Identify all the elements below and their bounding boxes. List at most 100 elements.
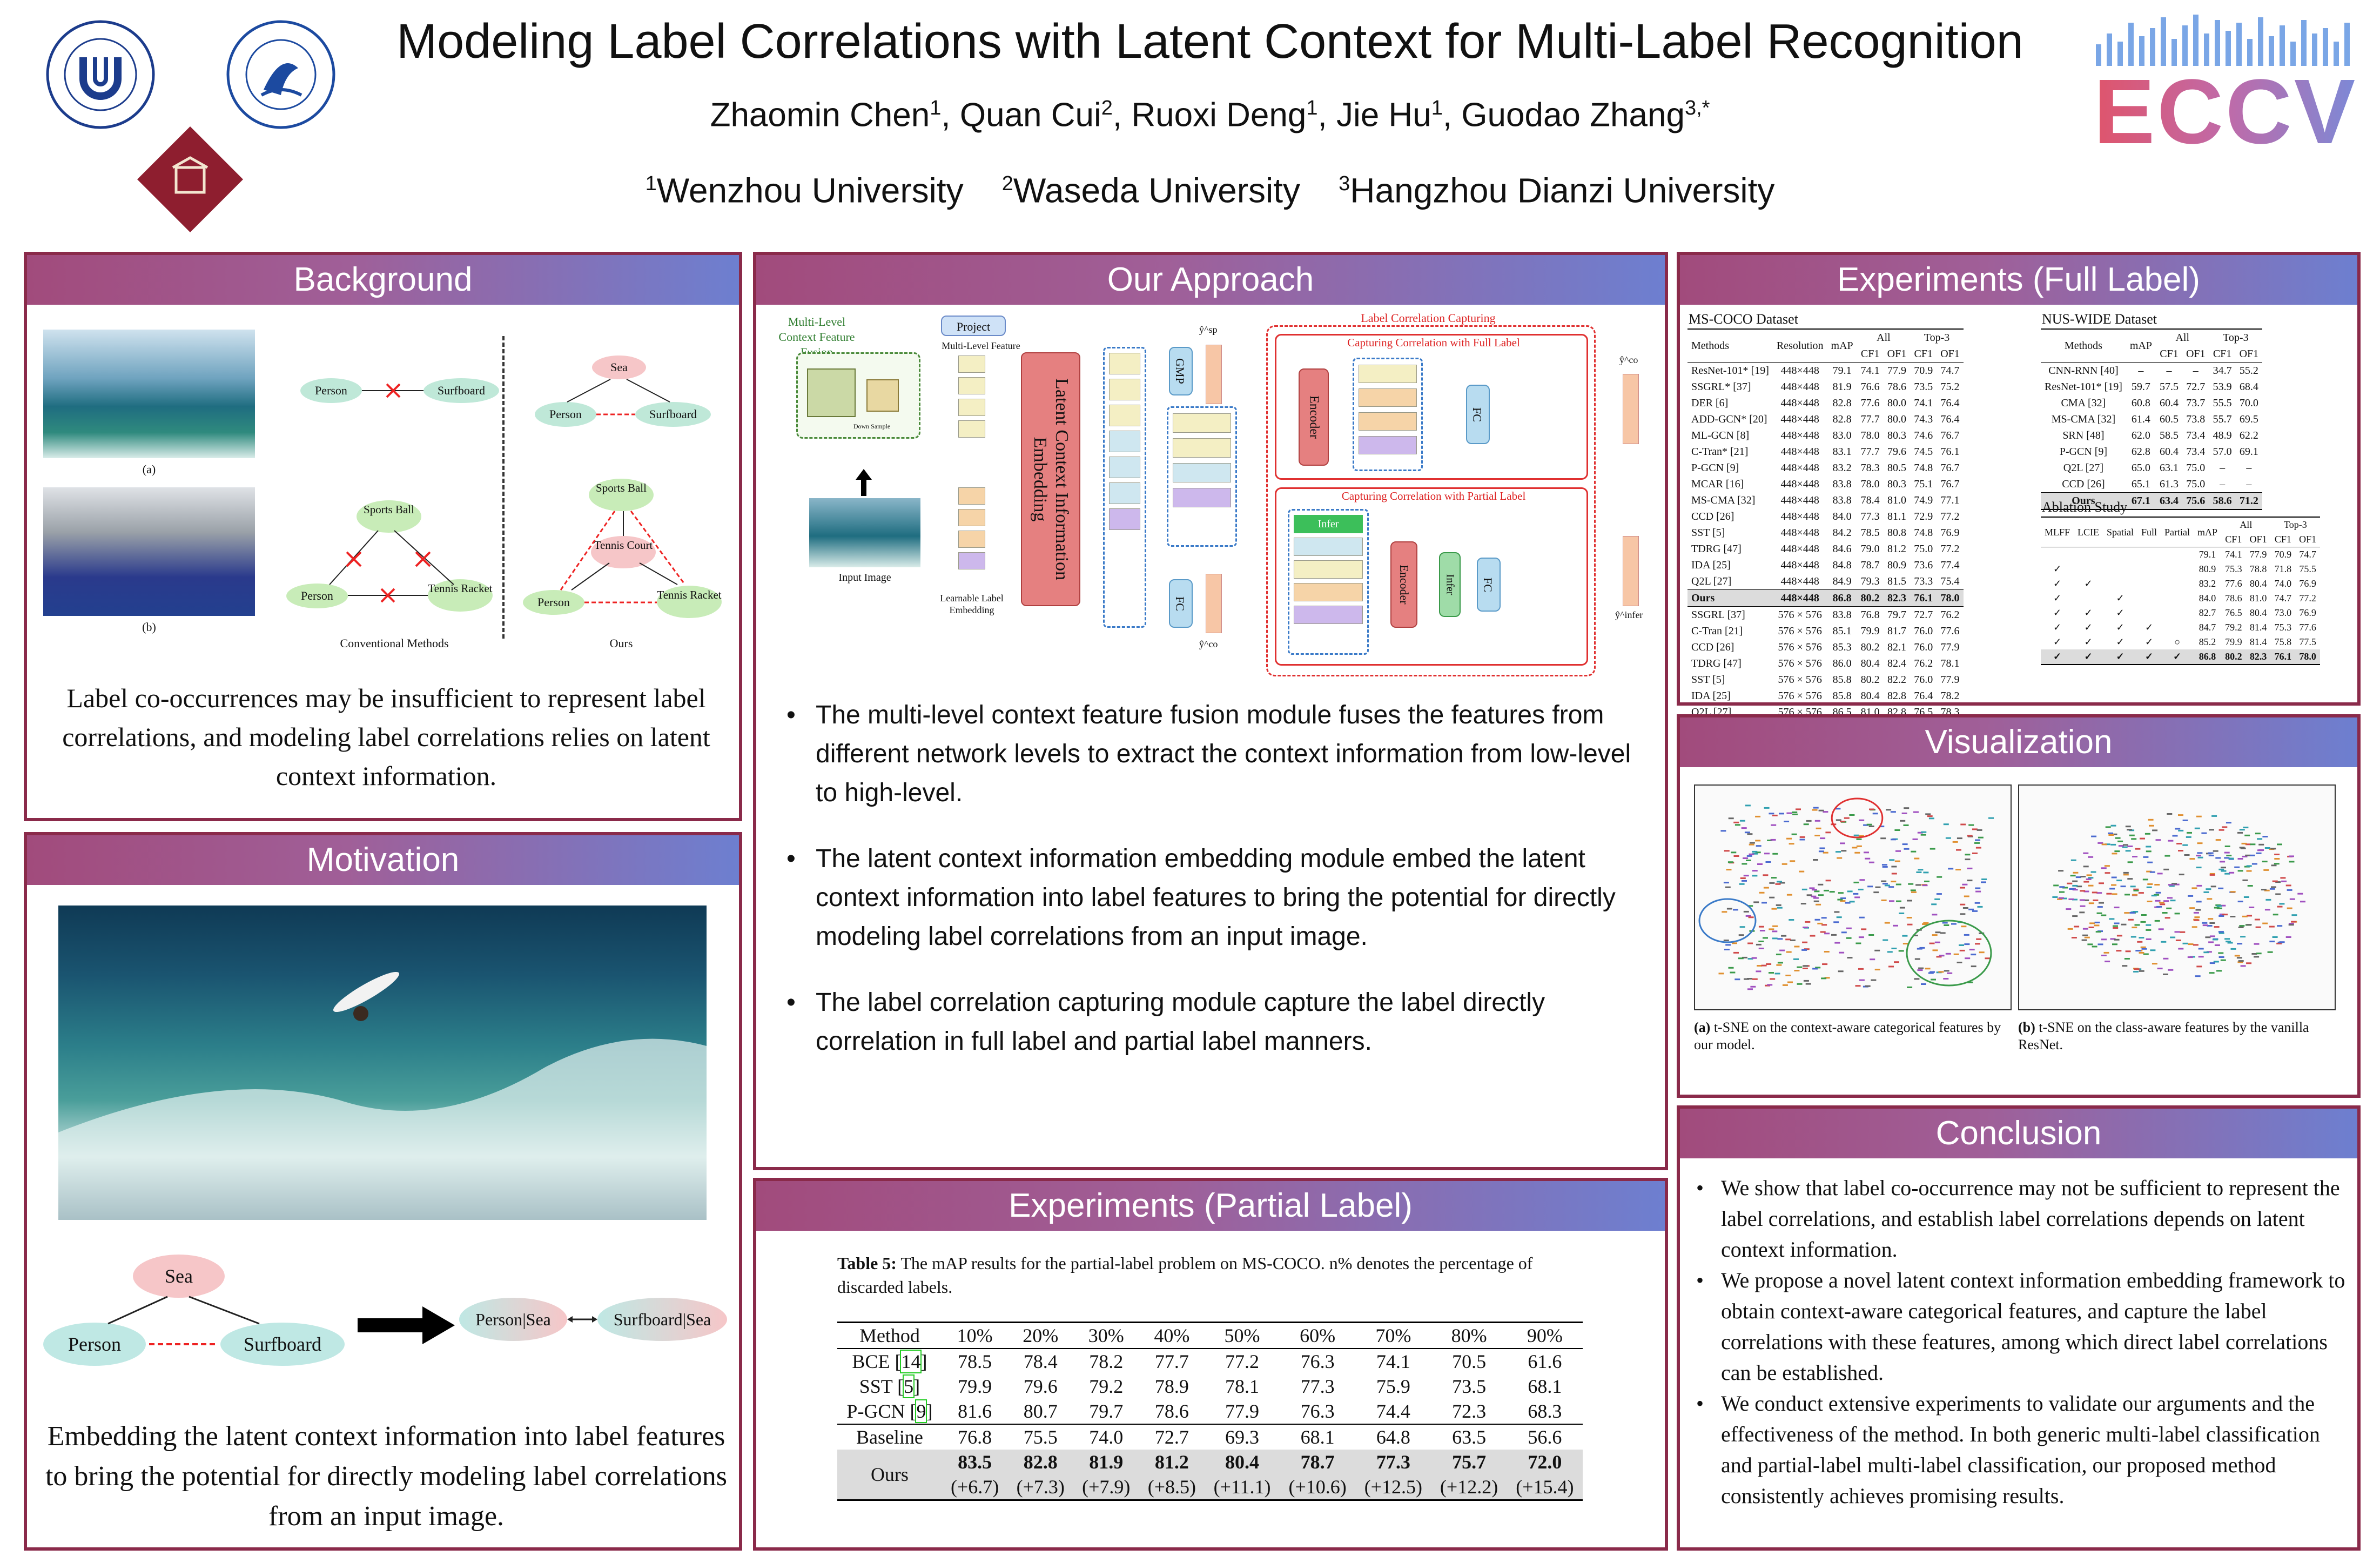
tsne-point (1929, 971, 1935, 973)
table-cell: 81.0 (2249, 593, 2267, 603)
tsne-point (1859, 879, 1865, 881)
tsne-point (1880, 837, 1886, 840)
yco-bar-top (1623, 374, 1639, 444)
table-cell: 75.5 (2299, 564, 2316, 574)
table-cell: 63.1 (2159, 462, 2179, 474)
tsne-point (1767, 984, 1773, 986)
tsne-point (2101, 955, 2107, 956)
table-cell: 80.3 (1887, 430, 1906, 441)
tsne-point (2275, 893, 2281, 895)
tsne-point (1975, 839, 1981, 841)
tsne-point (1752, 850, 1758, 853)
yinfer-label: ŷ^infer (1615, 609, 1643, 620)
tsne-point (1819, 847, 1825, 849)
tsne-point (1799, 839, 1805, 841)
tsne-point (1743, 910, 1749, 913)
tsne-point (2146, 886, 2152, 888)
tsne-point (2101, 938, 2107, 941)
node-tennis-racket: Tennis Racket (428, 579, 493, 612)
table-cell: 448×448 (1780, 527, 1819, 539)
tsne-point (1801, 949, 1807, 951)
tsne-point (1844, 817, 1850, 819)
yco-bar-bottom (1206, 574, 1222, 633)
table-cell: 75.1 (1914, 478, 1933, 490)
tsne-point (2069, 888, 2075, 890)
table-cell: 73.7 (2186, 397, 2206, 409)
tsne-point (2195, 975, 2201, 977)
tsne-point (1786, 951, 1792, 953)
label-features-col (1103, 347, 1146, 628)
hangzhou-dianzi-university-logo (226, 19, 337, 130)
tsne-point (2215, 857, 2221, 859)
tsne-point (1908, 883, 1914, 885)
tsne-point (1886, 809, 1892, 811)
tsne-point (2127, 861, 2133, 863)
tsne-point (2152, 829, 2158, 831)
table-cell: 79.3 (1860, 575, 1880, 587)
tsne-point (1971, 965, 1976, 968)
tsne-point (1790, 939, 1796, 941)
table-cell: 80.0 (1887, 397, 1906, 409)
table-cell: Ours (1687, 589, 1773, 607)
tsne-point (2196, 965, 2202, 968)
tsne-point (2094, 924, 2100, 927)
table-cell: 80.4 (1860, 658, 1880, 669)
panel-heading: Our Approach (756, 255, 1665, 305)
tsne-point (1746, 860, 1751, 861)
bullet-item: •The latent context information embeddin… (786, 844, 1616, 951)
tsne-point (2170, 900, 2176, 902)
table-cell: 82.8 (1832, 413, 1852, 425)
tsne-point (2214, 944, 2220, 946)
table-cell: 82.8 (1832, 397, 1852, 409)
tsne-point (2203, 951, 2209, 954)
table-cell: 85.8 (1832, 690, 1852, 702)
table-cell: 74.7 (1940, 365, 1960, 377)
tsne-point (2178, 814, 2183, 816)
table-cell: 448×448 (1780, 430, 1819, 441)
tsne-point (2213, 850, 2218, 852)
coco-title: MS-COCO Dataset (1689, 311, 1798, 327)
table-cell: 60.5 (2159, 413, 2179, 425)
partial-label-panel: Experiments (Partial Label) Table 5: The… (753, 1178, 1668, 1551)
tsne-point (2224, 846, 2230, 847)
tsne-point (2093, 899, 2099, 901)
tsne-point (2157, 968, 2163, 970)
multi-level-feature-label: Multi-Level Feature (942, 340, 1020, 351)
tsne-point (2135, 848, 2141, 850)
table-cell: ML-GCN [8] (1691, 430, 1750, 441)
yco-label-top: ŷ^co (1619, 354, 1638, 365)
tsne-point (2146, 938, 2152, 940)
tsne-point (2144, 833, 2150, 835)
table-cell: 80.4 (2249, 578, 2267, 589)
tsne-point (1769, 882, 1775, 884)
tsne-point (1821, 977, 1827, 980)
tsne-point (2197, 842, 2203, 844)
tsne-point (2167, 813, 2173, 815)
tsne-point (1960, 887, 1965, 889)
tsne-point (2163, 957, 2169, 960)
table-cell: 77.2 (1940, 511, 1960, 522)
conventional-links-triangle (329, 530, 454, 603)
table-cell: IDA [25] (1691, 690, 1731, 702)
encoder-block-partial: Encoder (1390, 541, 1417, 628)
tsne-point (2264, 889, 2270, 891)
tsne-point (2151, 895, 2157, 897)
table-cell: Q2L [27] (2063, 462, 2104, 474)
table-cell: 82.4 (1887, 658, 1906, 669)
tsne-point (2086, 878, 2092, 880)
tsne-point (2052, 896, 2058, 898)
tsne-point (2251, 953, 2257, 955)
tsne-point (1883, 939, 1888, 941)
tsne-point (2152, 963, 2157, 965)
table-cell: 83.8 (1832, 494, 1852, 506)
tsne-point (1968, 824, 1974, 826)
tsne-point (1796, 808, 1801, 810)
project-block: Project (941, 316, 1006, 336)
tsne-point (2140, 946, 2146, 948)
tsne-point (2072, 915, 2078, 917)
